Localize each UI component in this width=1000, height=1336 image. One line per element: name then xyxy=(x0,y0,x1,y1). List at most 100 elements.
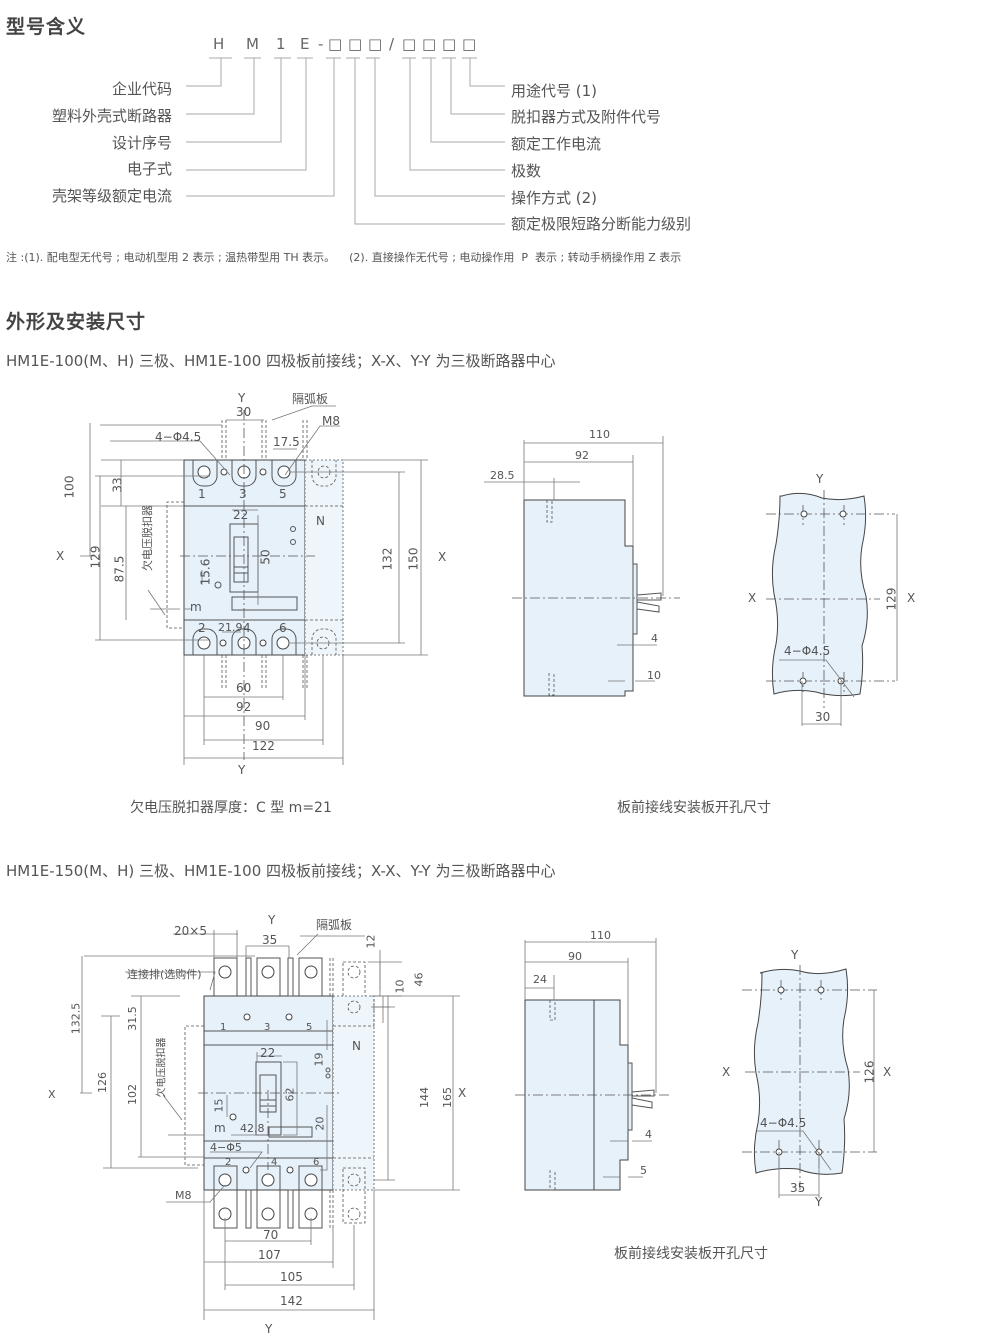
left-label-mccb: 塑料外壳式断路器 xyxy=(51,107,172,125)
right-label-poles: 极数 xyxy=(511,162,542,180)
cutout2-dim-4-phi-4-5: 4−Φ4.5 xyxy=(760,1116,807,1130)
right-label-breaking-capacity: 额定极限短路分断能力级别 xyxy=(511,215,692,233)
d2-dim-105: 105 xyxy=(280,1270,303,1284)
cutout2-axis-x-right: X xyxy=(883,1065,892,1079)
terminal-2: 2 xyxy=(198,621,206,635)
side1-dim-4: 4 xyxy=(651,632,658,645)
d2-dim-142: 142 xyxy=(280,1294,303,1308)
right-label-operation: 操作方式 (2) xyxy=(511,189,598,207)
d2-arc-plate-label: 隔弧板 xyxy=(316,918,353,932)
dim-m: m xyxy=(190,600,202,614)
terminal-5: 5 xyxy=(279,487,287,501)
dim-122: 122 xyxy=(252,739,275,753)
d2-dim-107: 107 xyxy=(258,1248,281,1262)
section-title-dimensions: 外形及安装尺寸 xyxy=(6,311,147,333)
cutout1-axis-x-left: X xyxy=(748,591,757,605)
model-code-leader-lines xyxy=(186,57,505,225)
d2-terminal-4: 4 xyxy=(271,1157,278,1168)
d2-dim-42-8: 42.8 xyxy=(240,1122,265,1135)
caption-cutout-2: 板前接线安装板开孔尺寸 xyxy=(614,1246,768,1262)
cutout1-dim-30: 30 xyxy=(815,710,831,724)
code-box: □ xyxy=(368,35,383,53)
side1-dim-28-5: 28.5 xyxy=(490,469,515,482)
d2-busbar-label: 连接排(选购件) xyxy=(127,968,202,981)
side1-dim-10: 10 xyxy=(647,669,661,682)
cutout2-dim-35: 35 xyxy=(790,1181,806,1195)
caption-undervoltage-thickness: 欠电压脱扣器厚度：C 型 m=21 xyxy=(130,800,332,816)
code-box: □ xyxy=(422,35,437,53)
cutout1-axis-y: Y xyxy=(816,472,824,486)
d2-terminal-5: 5 xyxy=(306,1022,313,1033)
d2-neutral-label: N xyxy=(352,1039,361,1053)
d2-dim-70: 70 xyxy=(263,1228,279,1242)
d2-dim-35: 35 xyxy=(262,933,278,947)
d2-axis-x-left: X xyxy=(48,1088,56,1101)
cutout1-dim-4-phi-4-5: 4−Φ4.5 xyxy=(784,644,831,658)
left-label-design-seq: 设计序号 xyxy=(111,134,172,152)
code-char: H xyxy=(213,35,225,53)
d2-dim-m8: M8 xyxy=(175,1189,192,1202)
axis-label-y-top: Y xyxy=(238,391,246,405)
code-char: E xyxy=(300,35,310,53)
left-label-electronic: 电子式 xyxy=(126,160,172,178)
d2-terminal-3: 3 xyxy=(264,1022,271,1033)
cutout2-axis-x-left: X xyxy=(722,1065,731,1079)
d2-dim-22: 22 xyxy=(260,1046,276,1060)
code-box: □ xyxy=(442,35,457,53)
d2-dim-m: m xyxy=(214,1121,226,1135)
terminal-6: 6 xyxy=(279,621,287,635)
left-label-frame-current: 壳架等级额定电流 xyxy=(51,187,172,205)
side2-dim-24: 24 xyxy=(533,973,547,986)
cutout1-axis-x-right: X xyxy=(907,591,916,605)
neutral-label: N xyxy=(316,514,325,528)
dim-m8: M8 xyxy=(322,414,340,428)
d2-terminal-6: 6 xyxy=(313,1157,320,1168)
code-char: 1 xyxy=(276,35,286,53)
cutout2-axis-y: Y xyxy=(791,948,799,962)
code-char: M xyxy=(246,35,259,53)
cutout2-dim-126: 126 xyxy=(862,1060,877,1084)
breaker-body xyxy=(183,459,306,656)
axis-label-x-right: X xyxy=(438,550,447,564)
code-char: - xyxy=(318,35,324,53)
arc-plate-label: 隔弧板 xyxy=(292,392,329,406)
dim-30: 30 xyxy=(236,405,252,419)
terminal-3: 3 xyxy=(239,487,247,501)
drawing2-subtitle: HM1E-150(M、H) 三极、HM1E-100 四极板前接线；X-X、Y-Y… xyxy=(6,862,556,880)
axis-label-y-bottom: Y xyxy=(238,763,246,777)
side1-dim-110: 110 xyxy=(589,428,610,441)
axis-label-x-left: X xyxy=(56,549,65,563)
code-box: □ xyxy=(328,35,343,53)
right-label-usage-code: 用途代号 (1) xyxy=(511,82,598,100)
side1-dim-92: 92 xyxy=(575,449,589,462)
dim-60: 60 xyxy=(236,681,252,695)
side2-dim-110: 110 xyxy=(590,929,611,942)
d2-dim-20x5: 20×5 xyxy=(174,924,207,938)
code-box: □ xyxy=(348,35,363,53)
caption-cutout-1: 板前接线安装板开孔尺寸 xyxy=(617,800,771,816)
dim-90: 90 xyxy=(255,719,271,733)
dim-17-5: 17.5 xyxy=(273,435,300,449)
footnote: 注 :(1). 配电型无代号 ; 电动机型用 2 表示 ; 温热带型用 TH 表… xyxy=(6,251,682,264)
right-label-rated-current: 额定工作电流 xyxy=(511,135,602,153)
section-title-model-meaning: 型号含义 xyxy=(6,16,87,38)
dim-22: 22 xyxy=(233,508,249,522)
code-char: / xyxy=(389,35,395,53)
neutral-pole xyxy=(304,459,344,656)
right-label-trip-accessory: 脱扣器方式及附件代号 xyxy=(511,108,662,126)
d2-axis-y-bottom: Y xyxy=(265,1322,273,1336)
drawing1-subtitle: HM1E-100(M、H) 三极、HM1E-100 四极板前接线；X-X、Y-Y… xyxy=(6,352,556,370)
side2-dim-90: 90 xyxy=(568,950,582,963)
dim-92: 92 xyxy=(236,700,252,714)
terminal-4: 4 xyxy=(243,621,251,635)
cutout2-axis-y-bottom: Y xyxy=(815,1195,823,1209)
terminal-1: 1 xyxy=(198,487,206,501)
left-label-company-code: 企业代码 xyxy=(111,80,172,98)
d2-axis-x-right: X xyxy=(458,1086,467,1100)
d2-terminal-2: 2 xyxy=(225,1157,232,1168)
